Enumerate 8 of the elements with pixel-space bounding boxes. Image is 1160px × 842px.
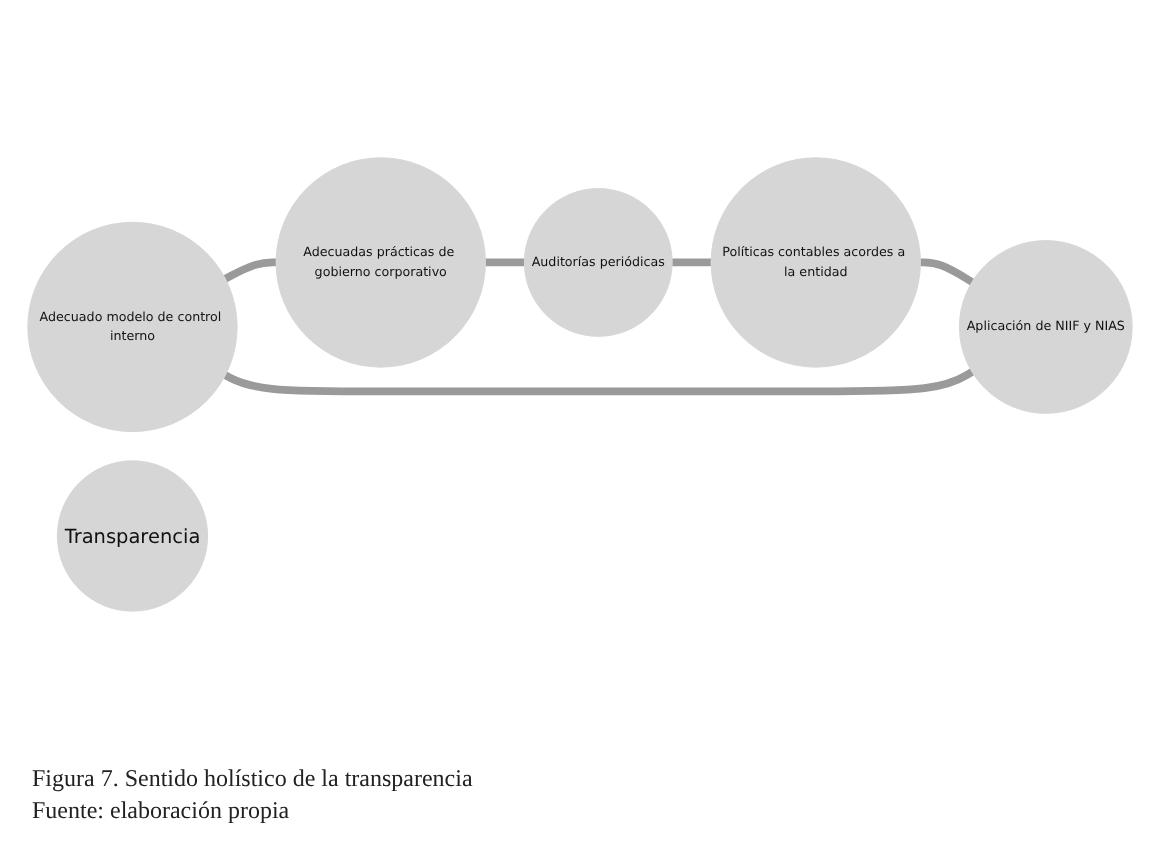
figure-caption: Figura 7. Sentido holístico de la transparencia: [32, 762, 475, 794]
connector: [223, 259, 277, 283]
connector: [484, 259, 525, 267]
connector: [671, 259, 712, 267]
connector: [223, 369, 975, 396]
node-circle: Transparencia: [56, 460, 209, 613]
connector: [919, 259, 975, 286]
source-note: Fuente: elaboración propia: [32, 794, 292, 826]
